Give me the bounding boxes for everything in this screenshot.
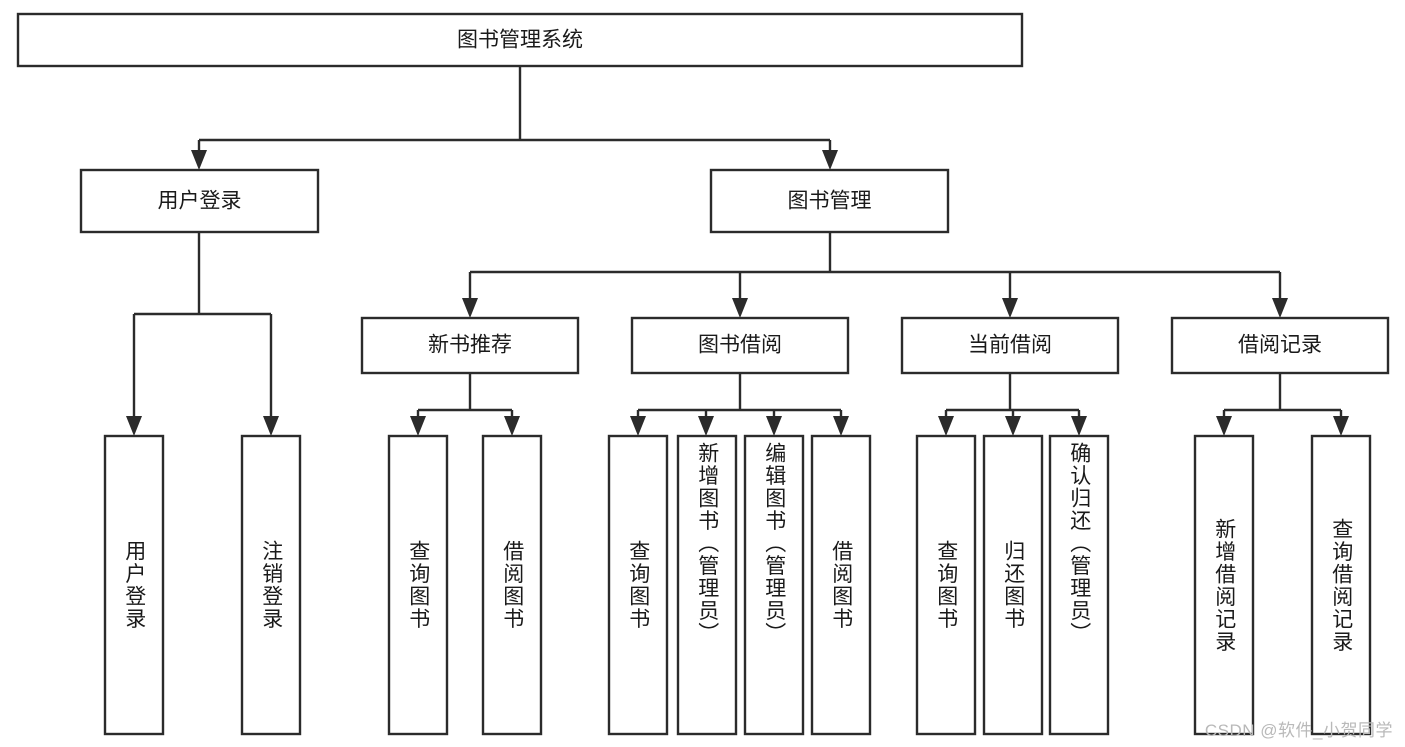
- node-current-borrow-label: 当前借阅: [968, 334, 1052, 357]
- arrowhead-l-user-login: [126, 416, 142, 436]
- leaf-edit-book[interactable]: [743, 434, 805, 736]
- node-borrow-record-label: 借阅记录: [1238, 334, 1322, 357]
- arrowhead-add-record: [1216, 416, 1232, 436]
- leaf-user-login[interactable]: [103, 434, 165, 736]
- node-new-book-recommend-label: 新书推荐: [428, 334, 512, 357]
- node-new-book-recommend[interactable]: [360, 316, 580, 375]
- csdn-watermark: CSDN @软件_小贺同学: [1204, 721, 1393, 740]
- arrowhead-new-book: [462, 298, 478, 318]
- arrowhead-user-login: [191, 150, 207, 170]
- arrowhead-record: [1272, 298, 1288, 318]
- node-root-label: 图书管理系统: [457, 29, 583, 52]
- node-user-login[interactable]: [79, 168, 320, 234]
- leaf-add-book[interactable]: [676, 434, 738, 736]
- leaf-logout[interactable]: [240, 434, 302, 736]
- arrowhead-borrow-book-1: [504, 416, 520, 436]
- arrowhead-return-book: [1005, 416, 1021, 436]
- arrowhead-query-book-3: [938, 416, 954, 436]
- arrowhead-borrow-book-2: [833, 416, 849, 436]
- arrowhead-query-record: [1333, 416, 1349, 436]
- arrowhead-book-mgmt: [822, 150, 838, 170]
- arrowhead-borrow: [732, 298, 748, 318]
- node-current-borrow[interactable]: [900, 316, 1120, 375]
- node-book-management[interactable]: [709, 168, 950, 234]
- arrowhead-confirm-return: [1071, 416, 1087, 436]
- arrowhead-edit-book: [766, 416, 782, 436]
- node-root[interactable]: [16, 12, 1024, 68]
- leaf-borrow-book-2[interactable]: [810, 434, 872, 736]
- node-borrow-record[interactable]: [1170, 316, 1390, 375]
- edges-layer: [126, 66, 1349, 436]
- leaf-query-book-2[interactable]: [607, 434, 669, 736]
- arrowhead-query-book-1: [410, 416, 426, 436]
- leaf-query-book-1[interactable]: [387, 434, 449, 736]
- node-user-login-label: 用户登录: [158, 190, 242, 213]
- leaf-query-book-3[interactable]: [915, 434, 977, 736]
- arrowhead-l-logout: [263, 416, 279, 436]
- node-book-borrow-label: 图书借阅: [698, 334, 782, 357]
- leaf-borrow-book-1[interactable]: [481, 434, 543, 736]
- node-book-management-label: 图书管理: [788, 190, 872, 213]
- arrowhead-add-book: [698, 416, 714, 436]
- nodes-layer: 图书管理系统 用户登录 图书管理 新书推荐 图书借阅 当前借阅 借阅记录: [16, 12, 1390, 736]
- leaf-confirm-return[interactable]: [1048, 434, 1110, 736]
- leaf-return-book[interactable]: [982, 434, 1044, 736]
- node-book-borrow[interactable]: [630, 316, 850, 375]
- arrowhead-current: [1002, 298, 1018, 318]
- leaf-add-record[interactable]: [1193, 434, 1255, 736]
- arrowhead-query-book-2: [630, 416, 646, 436]
- leaf-query-record[interactable]: [1310, 434, 1372, 736]
